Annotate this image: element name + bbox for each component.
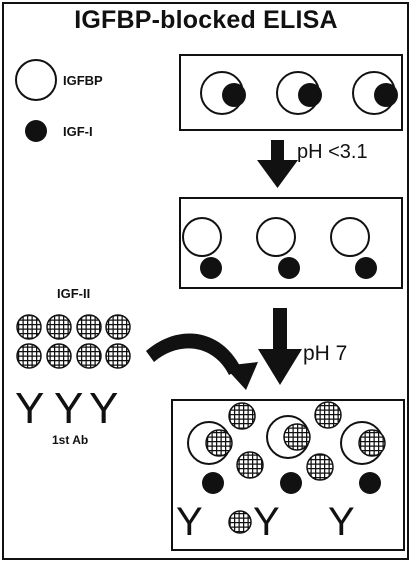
bound-complex	[276, 71, 322, 115]
legend-igf1-label: IGF-I	[63, 124, 93, 139]
antibody-label: 1st Ab	[52, 433, 89, 447]
well-antibody: Y	[176, 500, 203, 544]
well-reassociated	[171, 399, 405, 551]
free-igfbp	[256, 217, 296, 257]
antibody-symbol: Y	[89, 384, 119, 433]
igf1	[202, 472, 224, 494]
legend-igfbp-label: IGFBP	[63, 73, 103, 88]
well-antibody: Y	[253, 500, 280, 544]
igf2-label: IGF-II	[57, 286, 91, 301]
diagram-title: IGFBP-blocked ELISA	[74, 6, 338, 34]
free-igfbp	[330, 217, 370, 257]
igf2-spheres	[16, 314, 131, 369]
well-antibody: Y	[328, 500, 355, 544]
figure-frame	[2, 2, 409, 560]
igf2-bound	[283, 423, 311, 451]
igf2	[314, 401, 342, 429]
acid-arrow	[257, 140, 298, 188]
acid-step-label: pH <3.1	[297, 141, 368, 163]
free-igfbp	[182, 217, 222, 257]
free-igf1	[278, 257, 300, 279]
igf2-bound	[358, 429, 386, 457]
igf1	[359, 472, 381, 494]
igf2	[228, 510, 252, 534]
igf1	[280, 472, 302, 494]
neutral-step-label: pH 7	[303, 342, 348, 365]
free-igf1	[355, 257, 377, 279]
neutral-arrow	[258, 308, 302, 385]
free-igf1	[200, 257, 222, 279]
legend-igf1-dot	[25, 120, 47, 142]
antibody-symbol: Y	[15, 384, 45, 433]
well-bound	[179, 54, 403, 131]
bound-complex	[200, 71, 246, 115]
well-dissociated	[179, 197, 403, 289]
addition-arrow	[146, 333, 258, 390]
igf2-bound	[205, 429, 233, 457]
igf2	[228, 402, 256, 430]
igf2	[306, 453, 334, 481]
antibody-symbol: Y	[54, 384, 84, 433]
bound-complex	[352, 71, 398, 115]
igf2	[236, 451, 264, 479]
legend-igfbp-circle	[15, 59, 57, 101]
